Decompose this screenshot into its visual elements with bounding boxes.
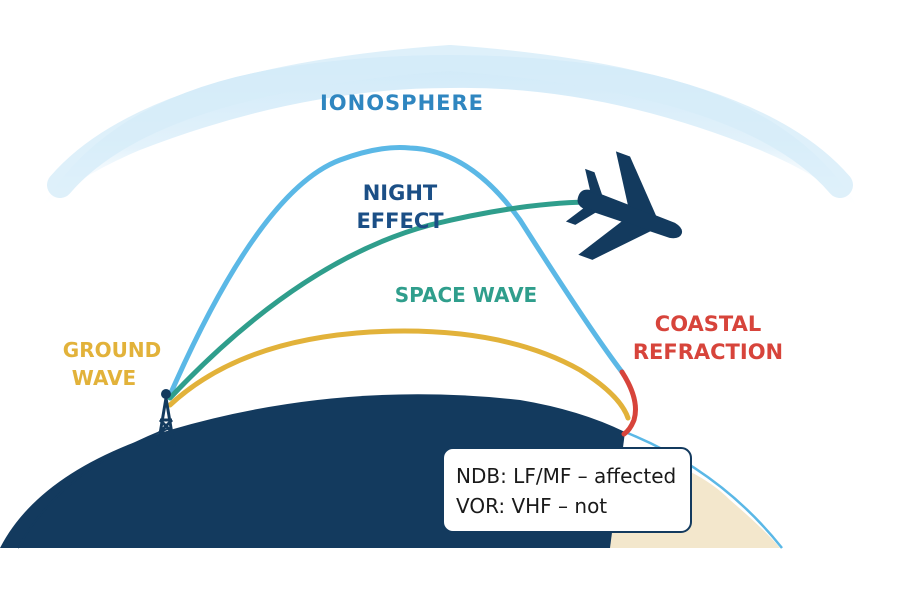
space-wave-label: SPACE WAVE xyxy=(395,283,537,307)
info-box: NDB: LF/MF – affected VOR: VHF – not xyxy=(442,447,692,533)
space-wave-path xyxy=(167,199,591,401)
coastal-refraction-path xyxy=(619,369,638,437)
coastal-refraction-label-line2: REFRACTION xyxy=(633,340,783,364)
ground-wave-path xyxy=(167,328,631,421)
coastal-refraction-label-line1: COASTAL xyxy=(655,312,761,336)
ionosphere-band-top xyxy=(47,44,853,198)
ground-wave-label-line2: WAVE xyxy=(72,366,136,390)
radio-tower-icon xyxy=(156,389,176,447)
info-box-line1: NDB: LF/MF – affected xyxy=(456,464,676,488)
info-box-line2: VOR: VHF – not xyxy=(456,494,607,518)
earth-outline xyxy=(624,430,783,549)
ionosphere-label: IONOSPHERE xyxy=(320,91,484,115)
ground-wave-label-line1: GROUND xyxy=(63,338,161,362)
night-effect-label-line1: NIGHT xyxy=(363,181,438,205)
airplane-icon xyxy=(565,151,683,260)
earth-left-edge xyxy=(17,427,171,549)
night-effect-label-line2: EFFECT xyxy=(356,209,444,233)
sky-wave-path xyxy=(167,145,625,398)
ionosphere-band xyxy=(40,55,860,210)
